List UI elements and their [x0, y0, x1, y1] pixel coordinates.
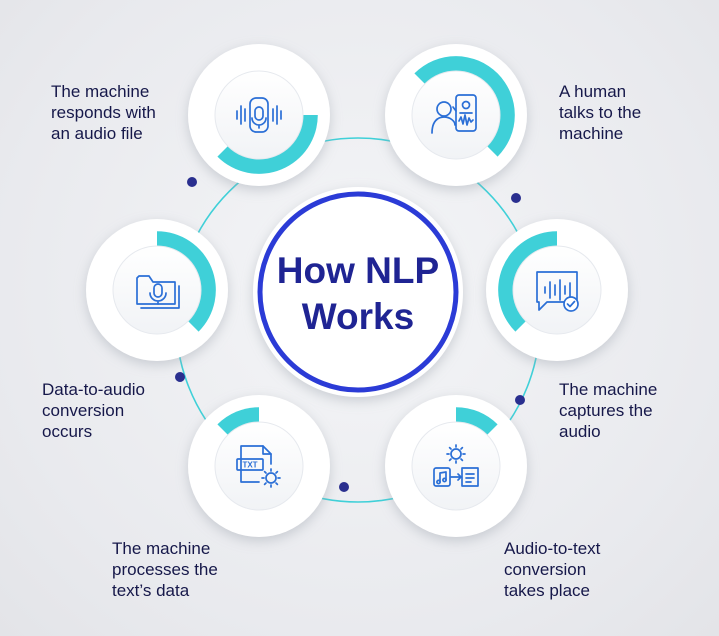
step-node-4: TXT	[188, 395, 330, 537]
step-label-4: The machine processes the text’s data	[112, 539, 218, 600]
step-label-1: A human talks to the machine	[559, 82, 642, 143]
connector-dot	[339, 482, 349, 492]
step-node-1	[385, 44, 527, 186]
folder-microphone-icon	[136, 275, 180, 309]
speech-bubble-waveform-check-icon	[536, 271, 579, 312]
smart-speaker-sound-waves-icon	[236, 97, 282, 133]
connector-dot	[175, 372, 185, 382]
step-node-2	[486, 219, 628, 361]
connector-dot	[511, 193, 521, 203]
center-title-circle: How NLP Works	[253, 187, 463, 397]
step-node-3	[385, 395, 527, 537]
txt-file-label: TXT	[242, 461, 257, 470]
txt-file-gear-icon	[236, 445, 281, 488]
step-label-2: The machine captures the audio	[559, 380, 658, 441]
connector-dot	[187, 177, 197, 187]
connector-dots	[175, 177, 525, 492]
connector-dot	[515, 395, 525, 405]
step-node-6	[188, 44, 330, 186]
step-node-5	[86, 219, 228, 361]
gear-music-note-document-icon	[433, 444, 479, 487]
title-line-1: How NLP	[277, 250, 439, 291]
person-with-phone-audio-icon	[431, 94, 477, 134]
step-label-6: The machine responds with an audio file	[51, 82, 156, 143]
title-line-2: Works	[302, 296, 414, 337]
step-label-5: Data-to-audio conversion occurs	[42, 380, 146, 441]
step-label-3: Audio-to-text conversion takes place	[504, 539, 601, 600]
